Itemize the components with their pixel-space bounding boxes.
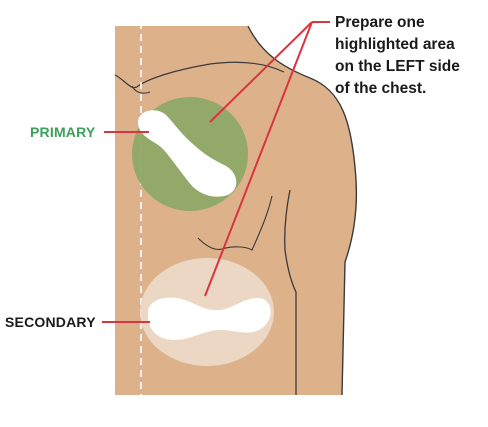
secondary-label: SECONDARY [5,314,96,330]
instruction-text: Prepare one highlighted area on the LEFT… [335,12,485,100]
instruction-line: Prepare one [335,14,425,31]
primary-pad [137,110,237,197]
pectoral-line [197,195,273,251]
shoulder-outline [247,25,358,396]
armpit-outline [284,189,297,395]
secondary-pad [147,297,271,340]
instruction-line: of the chest. [335,80,427,97]
leader-line-to-primary [209,21,313,123]
instruction-line: on the LEFT side [335,58,460,75]
clavicle-line [114,61,285,89]
leader-line-to-secondary [204,21,313,297]
instruction-line: highlighted area [335,36,455,53]
sternal-notch [131,85,151,94]
primary-label: PRIMARY [30,124,96,140]
